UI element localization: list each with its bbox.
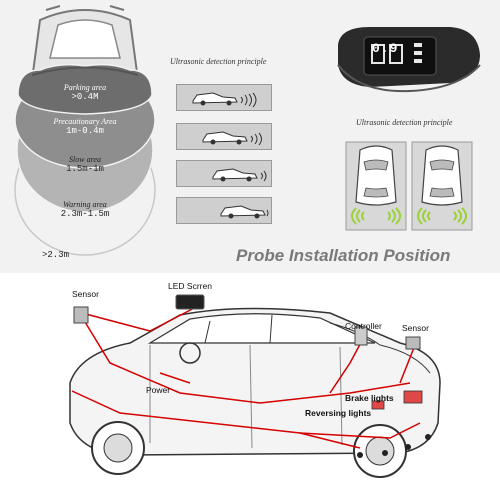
zone-precautionary: Precautionary Area 1m-0.4m (30, 117, 140, 136)
zone-warning: Warning area 2.3m-1.5m (30, 200, 140, 219)
detection-panel (176, 123, 272, 150)
zone-range: 1.5m-1m (66, 164, 104, 174)
sensor-placement-panels (345, 141, 473, 231)
zone-range: 1m-0.4m (66, 126, 104, 136)
car-wiring-illustration (69, 294, 441, 478)
car-wave-icon (192, 92, 257, 108)
zone-range: >0.4M (71, 92, 99, 102)
detection-panel (176, 160, 272, 187)
car-wave-icon (220, 205, 269, 219)
parking-zone-ring (17, 63, 153, 115)
zone-title: Precautionary Area (53, 117, 117, 126)
led-screen-label: LED Scrren (168, 281, 212, 291)
brake-lights-label: Brake lights (345, 393, 394, 403)
sensor-label-left: Sensor (72, 289, 99, 299)
car-wave-icon (212, 168, 267, 182)
principle-caption-left: Ultrasonic detection principle (170, 57, 267, 66)
led-display-unit (337, 27, 481, 93)
principle-caption-right: Ultrasonic detection principle (356, 118, 453, 127)
detection-overview: Parking area >0.4M Precautionary Area 1m… (0, 0, 500, 273)
detection-panel (176, 197, 272, 224)
power-label: Power (146, 385, 171, 395)
zone-title: Slow area (69, 155, 101, 164)
installation-diagram: Sensor LED Scrren Controller Sensor Powe… (0, 273, 500, 500)
detection-panel (176, 84, 272, 111)
zone-parking: Parking area >0.4M (30, 83, 140, 102)
zone-slow: Slow area 1.5m-1m (30, 155, 140, 174)
sensor-label-right: Sensor (402, 323, 429, 333)
car-wave-icon (202, 131, 262, 146)
controller-label: Controller (345, 321, 382, 331)
display-reading: 0.9 (372, 41, 399, 56)
reversing-lights-label: Reversing lights (305, 408, 372, 418)
zone-title: Parking area (63, 83, 107, 92)
probe-installation-title: Probe Installation Position (236, 246, 451, 265)
far-range: >2.3m (42, 250, 70, 260)
zone-range: 2.3m-1.5m (60, 209, 110, 219)
zone-diagram (14, 5, 156, 256)
zone-title: Warning area (63, 200, 107, 209)
